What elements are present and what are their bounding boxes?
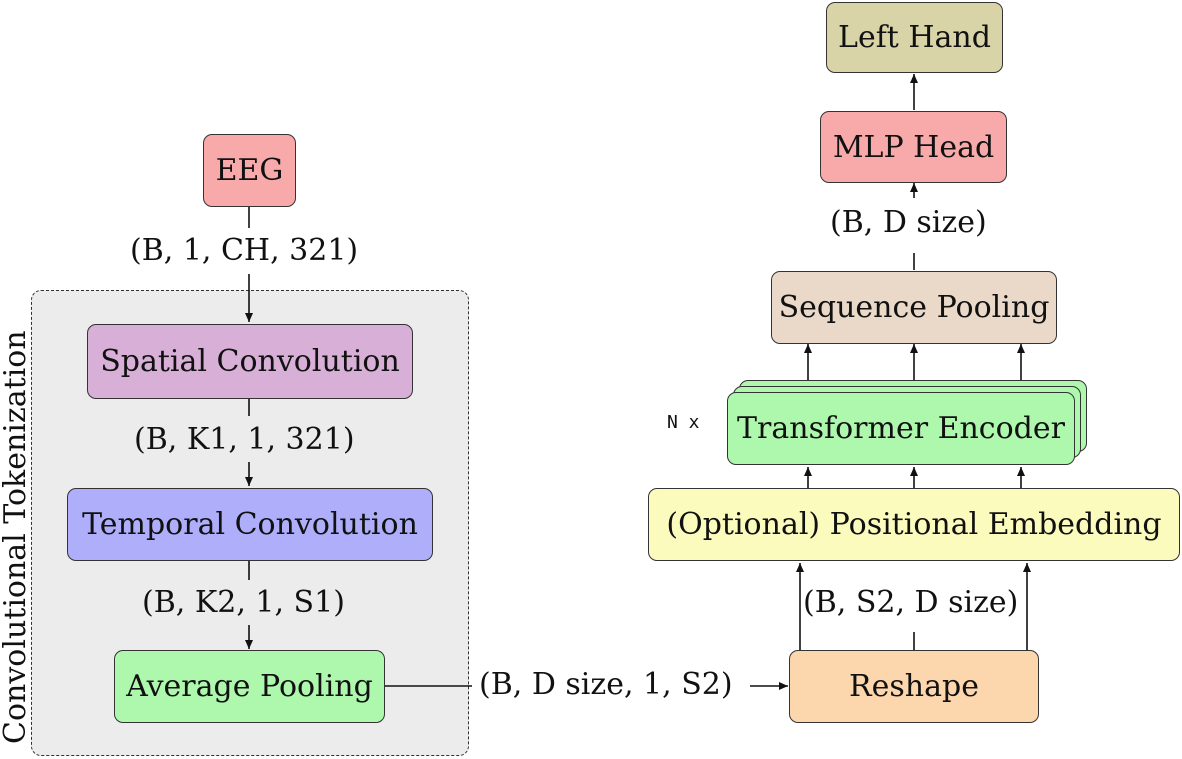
temporal-output-shape-label: (B, K2, 1, S1)	[142, 585, 345, 620]
positional-embedding-node: (Optional) Positional Embedding	[648, 488, 1180, 561]
output-left-hand-node: Left Hand	[826, 2, 1003, 73]
encoder-repeat-label: N x	[667, 412, 700, 433]
pool-output-shape-label: (B, D size, 1, S2)	[479, 667, 733, 702]
transformer-encoder-node: Transformer Encoder	[727, 392, 1075, 465]
temporal-convolution-node: Temporal Convolution	[67, 488, 433, 561]
spatial-output-shape-label: (B, K1, 1, 321)	[134, 422, 355, 457]
mlp-head-node: MLP Head	[820, 111, 1007, 183]
reshape-node: Reshape	[789, 650, 1039, 723]
spatial-convolution-node: Spatial Convolution	[87, 324, 413, 399]
sequence-pooling-node: Sequence Pooling	[771, 271, 1057, 344]
average-pooling-node: Average Pooling	[114, 650, 385, 723]
input-shape-label: (B, 1, CH, 321)	[130, 233, 359, 268]
eeg-node: EEG	[203, 134, 296, 207]
seqpool-output-shape-label: (B, D size)	[830, 205, 987, 240]
reshape-output-shape-label: (B, S2, D size)	[803, 585, 1019, 620]
